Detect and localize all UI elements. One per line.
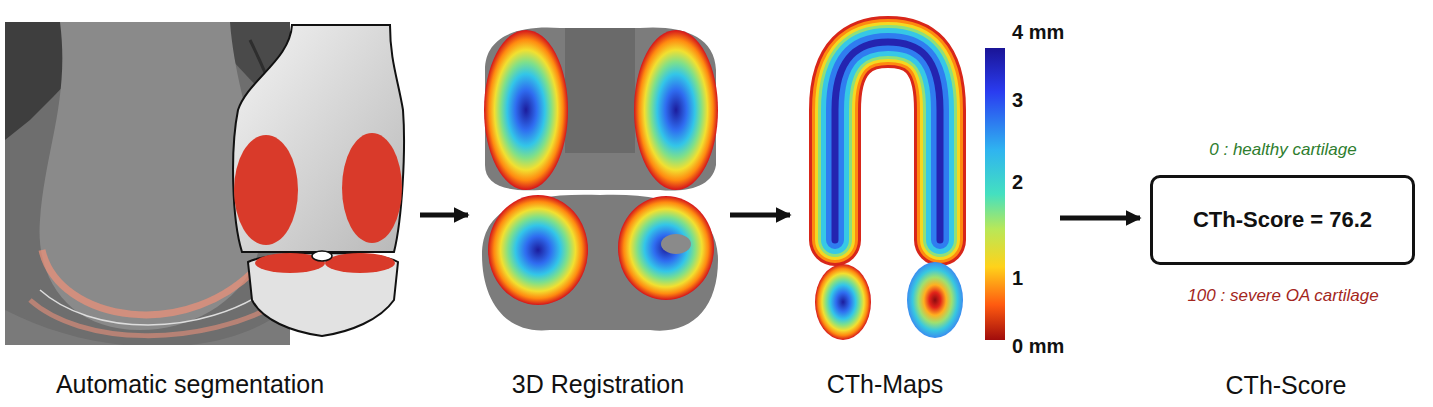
- thickness-map: [815, 264, 871, 340]
- illustration-part: [234, 135, 298, 245]
- stage-caption: CTh-Maps: [827, 370, 944, 399]
- illustration-part: [835, 42, 940, 240]
- illustration-part: [835, 42, 940, 240]
- illustration-part: [618, 196, 714, 300]
- illustration-part: [233, 25, 404, 252]
- illustration-part: [835, 42, 940, 240]
- tibia-map: [482, 195, 718, 331]
- stage-caption: 3D Registration: [512, 370, 684, 399]
- scale-label: 0 mm: [1012, 335, 1064, 358]
- score-note: 0 : healthy cartilage: [1209, 140, 1356, 160]
- illustration-part: [40, 22, 263, 330]
- stage-caption: Automatic segmentation: [56, 370, 324, 399]
- thickness-map: [835, 42, 940, 240]
- scale-label: 4 mm: [1012, 21, 1064, 44]
- stage-caption: CTh-Score: [1226, 371, 1347, 400]
- illustration-part: [484, 30, 568, 190]
- illustration-part: [482, 195, 718, 331]
- illustration-part: [565, 28, 635, 153]
- illustration-part: [661, 234, 691, 254]
- illustration-part: [342, 133, 402, 243]
- scale-label: 2: [1012, 171, 1023, 194]
- illustration-part: [325, 253, 395, 273]
- score-note: 100 : severe OA cartilage: [1187, 286, 1378, 306]
- illustration-part: [312, 251, 332, 261]
- flow-arrow: [730, 213, 790, 218]
- illustration-part: [40, 285, 275, 325]
- illustration-part: [42, 250, 262, 315]
- illustration-part: [634, 30, 718, 190]
- illustration-part: [835, 42, 940, 240]
- illustration-part: [835, 42, 940, 240]
- scale-label: 1: [1012, 267, 1023, 290]
- illustration-part: [248, 253, 398, 336]
- illustration-part: [835, 42, 940, 240]
- flow-arrow: [420, 213, 468, 218]
- illustration-part: [30, 300, 285, 336]
- thickness-map: [907, 262, 963, 338]
- femur-map: [484, 27, 718, 190]
- score-value: CTh-Score = 76.2: [1193, 207, 1372, 233]
- score-box: CTh-Score = 76.2CTh-Score: [1150, 175, 1415, 265]
- pipeline-stage: Automatic segmentation: [5, 18, 410, 403]
- pipeline-stage: 3D Registration: [478, 18, 720, 403]
- knee-render: [233, 25, 404, 336]
- scale-label: 3: [1012, 89, 1023, 112]
- illustration-part: [835, 42, 940, 240]
- illustration-part: [488, 195, 588, 305]
- color-bar: [985, 48, 1005, 340]
- flow-arrow: [1060, 216, 1140, 221]
